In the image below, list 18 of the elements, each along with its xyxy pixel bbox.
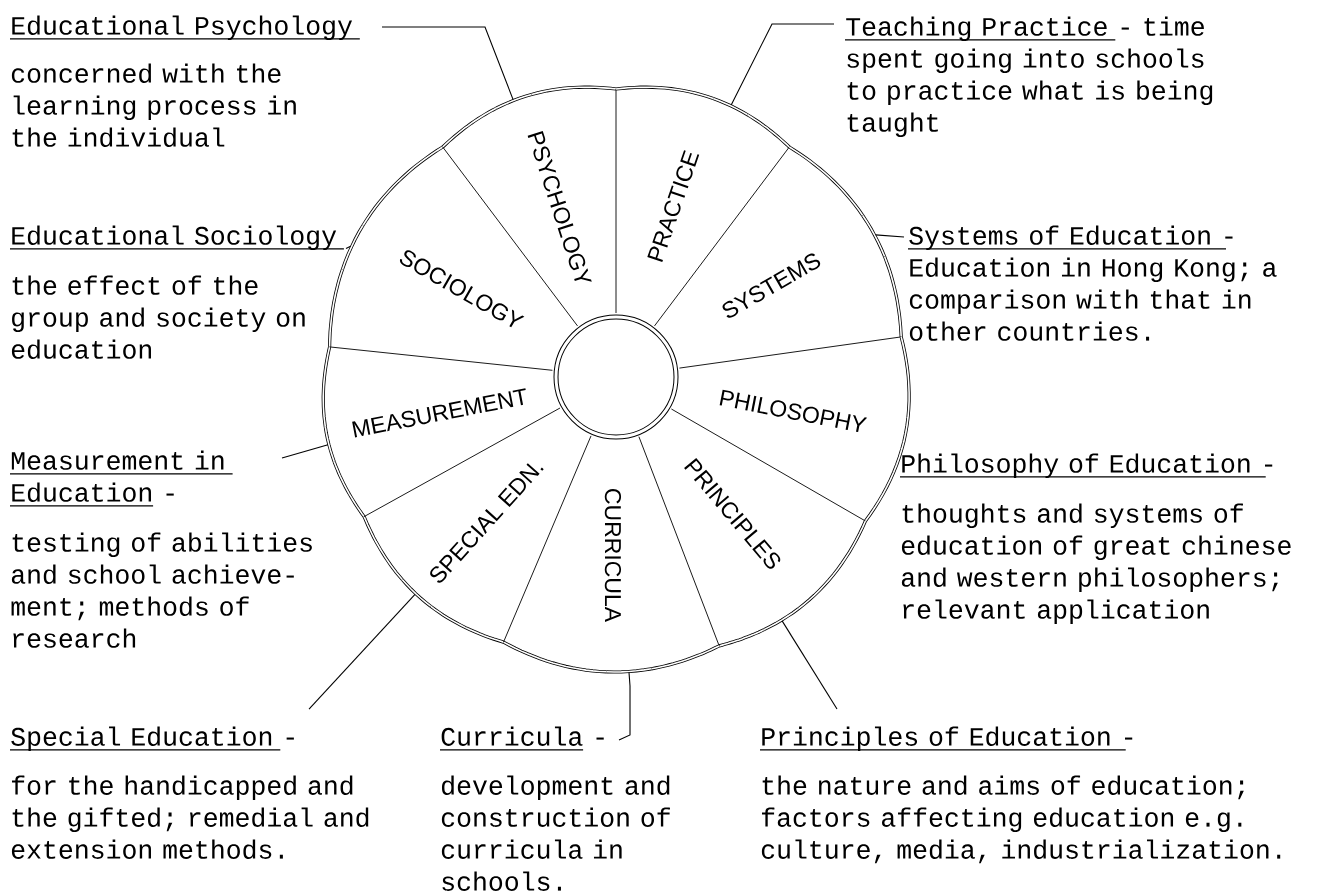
description-text: Systems of Education - Education in Hong Kong; a comparison with that in other countries. bbox=[907, 225, 1277, 341]
description-text: Teaching Practice - time spent going into schools to practice what is being taught bbox=[844, 16, 1213, 138]
description-text: Special Education - for the handicapped and the gifted; remedial and extension methods. bbox=[9, 726, 369, 859]
description-text: Measurement in Education - testing of abilities and school achieve- ment; methods of research bbox=[9, 450, 312, 648]
description-text: Curricula - development and construction of curricula in schools. bbox=[439, 726, 670, 891]
leader-line bbox=[730, 23, 835, 106]
wheel-sector: CURRICULA bbox=[604, 489, 653, 674]
leader-line bbox=[618, 671, 631, 741]
leader-line bbox=[875, 234, 905, 238]
leader-line bbox=[345, 245, 352, 249]
description-text: Principles of Education - the nature and aims of education; factors affecting education e.g. culture, media, industrialization. bbox=[759, 726, 1281, 864]
description-text: Philosophy of Education - thoughts and systems of education of great chinese and western philosophers; relevant application bbox=[899, 453, 1291, 625]
leader-line bbox=[308, 593, 416, 710]
leader-line bbox=[281, 444, 329, 459]
description-text: Educational Sociology the effect of the group and society on education bbox=[9, 225, 345, 359]
leader-line bbox=[381, 26, 514, 101]
leader-line bbox=[781, 620, 838, 710]
description-text: Educational Psychology concerned with the learning process in the individual bbox=[9, 15, 361, 147]
